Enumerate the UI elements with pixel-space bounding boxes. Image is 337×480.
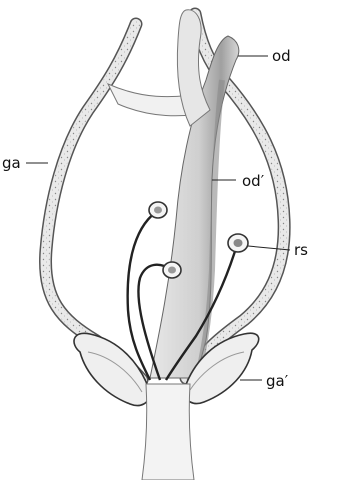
label-ga-prime: ga′: [266, 372, 289, 390]
basal-duct: [142, 384, 194, 480]
label-od-prime: od′: [242, 172, 265, 190]
rs-bulb-upper-core: [154, 207, 162, 214]
label-rs: rs: [294, 241, 308, 259]
label-od: od: [272, 47, 291, 65]
left-gland-tube-inner: [45, 24, 142, 380]
rs-bulb-right-core: [234, 239, 243, 247]
left-gland-tube-texture: [45, 24, 142, 380]
left-lobe: [74, 333, 150, 405]
rs-bulb-middle-core: [168, 267, 176, 274]
label-ga: ga: [2, 154, 21, 172]
left-gland-tube: [45, 24, 142, 380]
